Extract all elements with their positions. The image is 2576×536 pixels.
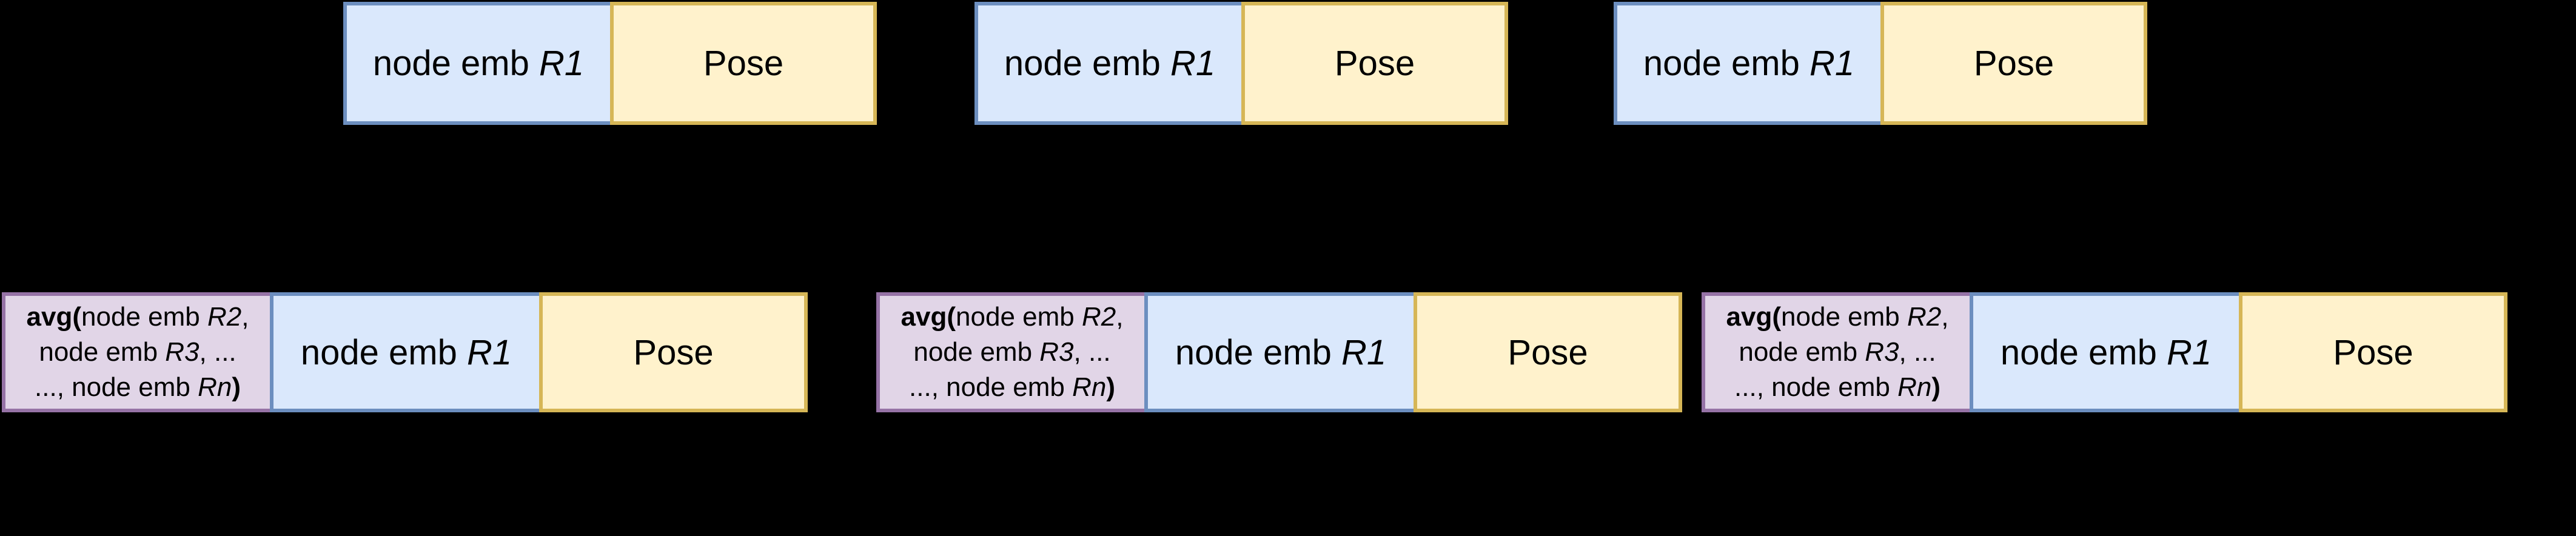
avg-node-emb-box: avg(node emb R2, node emb R3, ... ..., n…: [1702, 292, 1973, 412]
r2-var: R2: [207, 302, 242, 332]
avg-l1-text: node emb: [1781, 302, 1907, 332]
node-emb-text: node emb: [300, 332, 467, 372]
node-emb-r1-box: node emb R1: [1614, 2, 1884, 125]
r2-var: R2: [1907, 302, 1942, 332]
top-group-3: node emb R1 Pose: [1614, 2, 2147, 125]
avg-line-1: avg(node emb R2,: [1726, 300, 1949, 335]
rn-var: Rn: [198, 372, 232, 402]
node-emb-r1-box: node emb R1: [1144, 292, 1417, 412]
avg-l1-text: node emb: [956, 302, 1082, 332]
avg-open: avg(: [901, 302, 956, 332]
avg-l2-text: node emb: [913, 337, 1040, 367]
avg-node-emb-box: avg(node emb R2, node emb R3, ... ..., n…: [2, 292, 273, 412]
node-emb-r1-box: node emb R1: [1970, 292, 2242, 412]
r1-var: R1: [466, 332, 512, 372]
node-emb-r1-box: node emb R1: [974, 2, 1245, 125]
avg-l2-tail: , ...: [1073, 337, 1111, 367]
node-emb-r1-box: node emb R1: [270, 292, 543, 412]
pose-box: Pose: [610, 2, 877, 125]
avg-line-1: avg(node emb R2,: [27, 300, 249, 335]
top-group-2: node emb R1 Pose: [974, 2, 1508, 125]
pose-label: Pose: [703, 44, 784, 83]
node-emb-r1-label: node emb R1: [1175, 332, 1386, 373]
pose-label: Pose: [1508, 332, 1588, 372]
avg-l2-tail: , ...: [1899, 337, 1936, 367]
node-emb-r1-box: node emb R1: [343, 2, 614, 125]
avg-close: ): [232, 372, 241, 402]
pose-label: Pose: [633, 332, 714, 372]
avg-l2-tail: , ...: [199, 337, 236, 367]
avg-line-3: ..., node emb Rn): [27, 370, 249, 405]
node-emb-r1-label: node emb R1: [373, 43, 584, 84]
top-group-1: node emb R1 Pose: [343, 2, 877, 125]
node-emb-text: node emb: [1175, 332, 1341, 372]
pose-label: Pose: [1973, 44, 2054, 83]
bottom-group-3: avg(node emb R2, node emb R3, ... ..., n…: [1702, 292, 2507, 412]
node-emb-text: node emb: [2000, 332, 2167, 372]
bottom-group-2: avg(node emb R2, node emb R3, ... ..., n…: [876, 292, 1682, 412]
avg-l1-tail: ,: [1941, 302, 1949, 332]
avg-close: ): [1106, 372, 1115, 402]
pose-label: Pose: [1334, 44, 1415, 83]
avg-label: avg(node emb R2, node emb R3, ... ..., n…: [27, 300, 249, 405]
rn-var: Rn: [1897, 372, 1932, 402]
avg-l1-tail: ,: [241, 302, 249, 332]
r3-var: R3: [1039, 337, 1074, 367]
avg-label: avg(node emb R2, node emb R3, ... ..., n…: [1726, 300, 1949, 405]
node-emb-r1-label: node emb R1: [301, 332, 512, 373]
pose-label: Pose: [2333, 332, 2413, 372]
r1-var: R1: [1170, 44, 1216, 83]
avg-l1-text: node emb: [81, 302, 207, 332]
node-emb-r1-label: node emb R1: [1004, 43, 1215, 84]
avg-l3-text: ..., node emb: [1734, 372, 1898, 402]
r1-var: R1: [1341, 332, 1387, 372]
pose-box: Pose: [539, 292, 808, 412]
node-emb-r1-label: node emb R1: [2001, 332, 2212, 373]
node-emb-text: node emb: [1004, 44, 1170, 83]
avg-l2-text: node emb: [1739, 337, 1865, 367]
avg-line-2: node emb R3, ...: [901, 335, 1124, 370]
r1-var: R1: [538, 44, 585, 83]
bottom-group-1: avg(node emb R2, node emb R3, ... ..., n…: [2, 292, 808, 412]
avg-close: ): [1931, 372, 1940, 402]
rn-var: Rn: [1072, 372, 1107, 402]
avg-l1-tail: ,: [1116, 302, 1124, 332]
avg-l2-text: node emb: [39, 337, 166, 367]
pose-box: Pose: [1241, 2, 1508, 125]
avg-open: avg(: [1726, 302, 1782, 332]
avg-l3-text: ..., node emb: [909, 372, 1073, 402]
pose-box: Pose: [1414, 292, 1682, 412]
avg-node-emb-box: avg(node emb R2, node emb R3, ... ..., n…: [876, 292, 1148, 412]
r1-var: R1: [2166, 332, 2212, 372]
pose-box: Pose: [2239, 292, 2507, 412]
avg-line-3: ..., node emb Rn): [901, 370, 1124, 405]
avg-line-2: node emb R3, ...: [1726, 335, 1949, 370]
r1-var: R1: [1809, 44, 1855, 83]
avg-label: avg(node emb R2, node emb R3, ... ..., n…: [901, 300, 1124, 405]
avg-line-3: ..., node emb Rn): [1726, 370, 1949, 405]
avg-line-2: node emb R3, ...: [27, 335, 249, 370]
r3-var: R3: [1865, 337, 1899, 367]
node-emb-text: node emb: [372, 44, 539, 83]
r3-var: R3: [165, 337, 200, 367]
r2-var: R2: [1081, 302, 1116, 332]
pose-box: Pose: [1880, 2, 2147, 125]
node-emb-text: node emb: [1643, 44, 1810, 83]
avg-open: avg(: [26, 302, 82, 332]
node-emb-r1-label: node emb R1: [1643, 43, 1854, 84]
avg-line-1: avg(node emb R2,: [901, 300, 1124, 335]
avg-l3-text: ..., node emb: [35, 372, 198, 402]
